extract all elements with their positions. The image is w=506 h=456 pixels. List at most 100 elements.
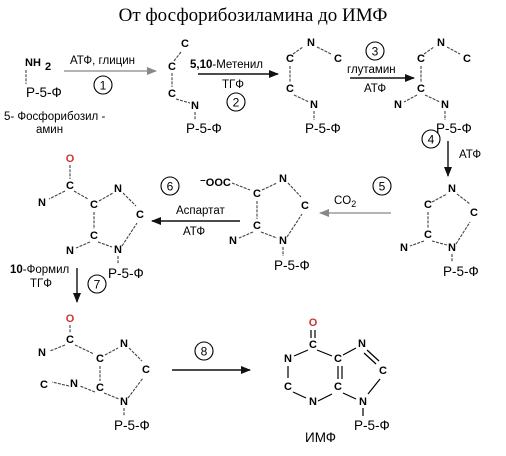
svg-text:P-5-Ф: P-5-Ф xyxy=(305,121,341,136)
step-7-number: 7 xyxy=(94,278,101,292)
step-6-number: 6 xyxy=(167,180,174,194)
step-6: 6 Аспартат АТФ xyxy=(151,176,240,238)
svg-text:C: C xyxy=(379,365,387,377)
svg-text:C: C xyxy=(424,229,432,241)
step-3: 3 глутамин АТФ xyxy=(347,41,415,95)
svg-text:N: N xyxy=(358,338,366,350)
svg-text:C: C xyxy=(424,199,432,211)
svg-text:C: C xyxy=(96,353,104,365)
svg-text:N: N xyxy=(448,242,456,254)
step-2-reagent2: ТГФ xyxy=(222,79,244,91)
compound-faicar: O C N C N C C N C N P-5-Ф xyxy=(38,313,150,433)
svg-text:C: C xyxy=(284,381,292,393)
oxygen-atom: O xyxy=(66,153,75,165)
svg-text:C: C xyxy=(142,364,150,376)
atom-subscript: 2 xyxy=(45,61,51,73)
compound-imp: O C N C N C C N C N P-5-Ф ИМФ xyxy=(284,317,390,445)
svg-text:P-5-Ф: P-5-Ф xyxy=(354,418,390,433)
step-4-number: 4 xyxy=(428,133,435,147)
svg-text:C: C xyxy=(334,53,342,65)
svg-text:C: C xyxy=(181,38,189,50)
diagram-title: От фосфорибозиламина до ИМФ xyxy=(119,5,388,26)
svg-text:N: N xyxy=(279,173,287,185)
svg-text:N: N xyxy=(441,99,449,111)
step-2: 5,10-Метенил ТГФ 2 xyxy=(190,59,279,112)
step-3-reagent: глутамин xyxy=(347,64,396,76)
step-7-reagent: 10-Формил xyxy=(10,264,69,276)
svg-text:C: C xyxy=(470,207,478,219)
svg-text:O: O xyxy=(66,313,75,325)
svg-text:N: N xyxy=(120,396,128,408)
compound-gar: C C C N P-5-Ф xyxy=(168,38,222,136)
svg-text:N: N xyxy=(284,353,292,365)
step-4: 4 АТФ xyxy=(421,129,481,177)
atom-nh: NH xyxy=(25,57,41,69)
svg-text:N: N xyxy=(309,396,317,408)
product-label: ИМФ xyxy=(305,430,336,445)
svg-text:N: N xyxy=(448,183,456,195)
svg-text:N: N xyxy=(70,378,78,390)
svg-text:C: C xyxy=(417,53,425,65)
carboxylate-group: ⁻OOC xyxy=(200,177,231,189)
p5f-label: P-5-Ф xyxy=(26,85,62,100)
svg-text:P-5-Ф: P-5-Ф xyxy=(436,121,472,136)
svg-text:N: N xyxy=(279,235,287,247)
svg-text:C: C xyxy=(90,230,98,242)
step-6-reagent2: АТФ xyxy=(183,226,205,238)
svg-text:C: C xyxy=(286,83,294,95)
svg-text:N: N xyxy=(114,183,122,195)
step-2-number: 2 xyxy=(233,96,240,110)
svg-text:P-5-Ф: P-5-Ф xyxy=(186,121,222,136)
svg-text:P-5-Ф: P-5-Ф xyxy=(114,418,150,433)
step-7: 10-Формил ТГФ 7 xyxy=(10,264,107,303)
compound-saicar: O C N C N C C N N P-5-Ф xyxy=(38,153,144,281)
compound-air: N C C C N N P-5-Ф xyxy=(400,183,479,279)
svg-text:C: C xyxy=(66,334,74,346)
start-label-line1: 5- Фосфорибозил - xyxy=(4,111,105,123)
svg-text:C: C xyxy=(168,61,176,73)
svg-text:P-5-Ф: P-5-Ф xyxy=(443,264,479,279)
step-5: 5 CO2 xyxy=(319,176,392,217)
svg-text:C: C xyxy=(66,180,74,192)
step-6-reagent: Аспартат xyxy=(176,205,225,217)
svg-text:C: C xyxy=(168,88,176,100)
svg-text:N: N xyxy=(310,99,318,111)
svg-text:P-5-Ф: P-5-Ф xyxy=(108,266,144,281)
step-1: АТФ, глицин 1 xyxy=(64,55,157,95)
svg-text:N: N xyxy=(114,244,122,256)
svg-text:C: C xyxy=(253,188,261,200)
svg-text:N: N xyxy=(120,338,128,350)
compound-fgar: C N C C N P-5-Ф xyxy=(286,37,342,136)
compound-cair: ⁻OOC C N C C N N P-5-Ф xyxy=(200,173,310,273)
svg-text:C: C xyxy=(334,353,342,365)
svg-text:C: C xyxy=(463,53,471,65)
svg-text:O: O xyxy=(309,317,318,329)
svg-text:N: N xyxy=(191,100,199,112)
step-1-number: 1 xyxy=(100,79,107,93)
svg-text:C: C xyxy=(309,339,317,351)
compound-fgam: C N C C N N P-5-Ф xyxy=(394,37,472,136)
step-1-reagent: АТФ, глицин xyxy=(70,55,135,67)
step-5-number: 5 xyxy=(379,180,386,194)
svg-text:N: N xyxy=(307,37,315,49)
svg-text:C: C xyxy=(136,209,144,221)
step-4-reagent: АТФ xyxy=(459,149,481,161)
step-8: 8 xyxy=(172,341,251,374)
step-3-reagent2: АТФ xyxy=(364,83,386,95)
svg-text:C: C xyxy=(90,199,98,211)
step-2-reagent: 5,10-Метенил xyxy=(190,59,263,71)
svg-text:N: N xyxy=(38,197,46,209)
svg-text:C: C xyxy=(40,379,48,391)
svg-text:C: C xyxy=(301,200,309,212)
svg-text:N: N xyxy=(437,37,445,49)
svg-text:C: C xyxy=(334,381,342,393)
start-label-line2: амин xyxy=(36,124,63,136)
step-8-number: 8 xyxy=(201,345,208,359)
svg-text:C: C xyxy=(96,382,104,394)
svg-text:N: N xyxy=(400,242,408,254)
svg-text:N: N xyxy=(66,245,74,257)
step-3-number: 3 xyxy=(372,45,379,59)
svg-text:C: C xyxy=(417,83,425,95)
svg-text:C: C xyxy=(253,220,261,232)
